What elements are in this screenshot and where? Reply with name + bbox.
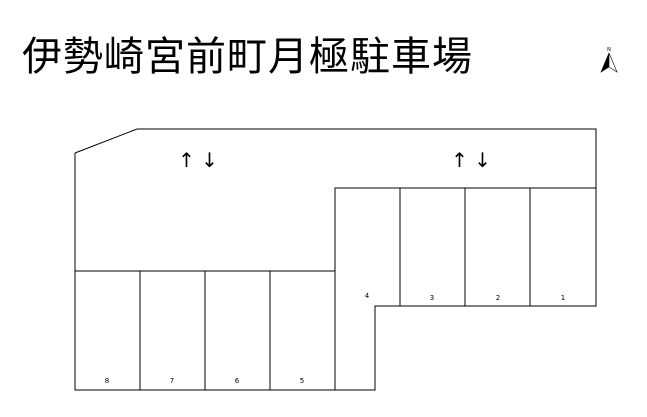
page-title: 伊勢崎宮前町月極駐車場 [22, 34, 473, 80]
right-block-outline [334, 187, 596, 306]
lot-boundary [74, 128, 597, 391]
space-number-3: 3 [430, 294, 434, 302]
space-number-5: 5 [300, 377, 304, 385]
traffic-direction-arrows: ↑ ↓ [451, 148, 491, 172]
space-number-8: 8 [105, 377, 109, 385]
north-arrow-icon: N [600, 47, 618, 73]
space-number-1: 1 [561, 294, 565, 302]
north-label: N [607, 47, 611, 53]
space-number-7: 7 [170, 377, 174, 385]
traffic-direction-arrows: ↑ ↓ [178, 148, 218, 172]
space-number-6: 6 [235, 377, 240, 385]
space-number-2: 2 [496, 294, 500, 302]
space-number-4: 4 [365, 292, 370, 300]
